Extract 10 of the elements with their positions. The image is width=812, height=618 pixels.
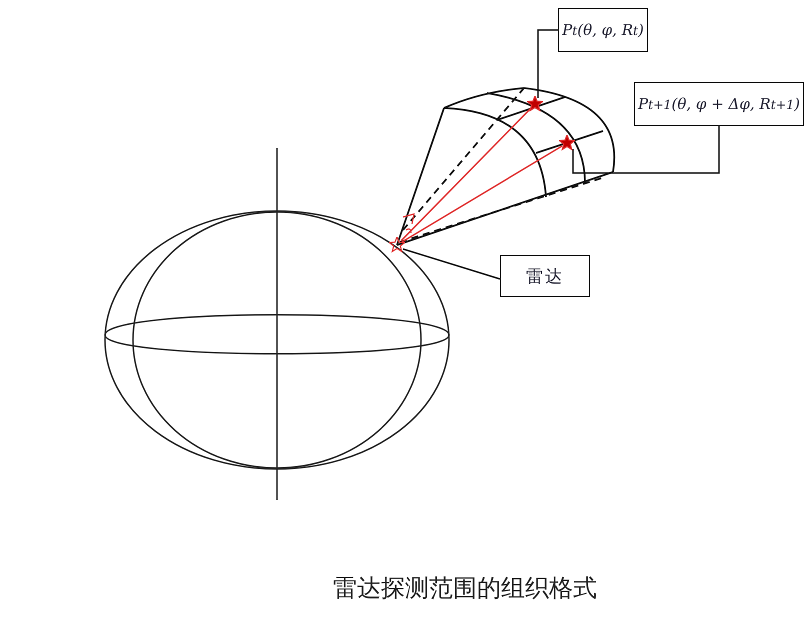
radar-marker <box>389 237 405 253</box>
leader-line <box>402 248 500 280</box>
ray-line <box>402 145 562 243</box>
label-box: 雷达 <box>500 255 590 297</box>
caption: 雷达探测范围的组织格式 <box>332 574 598 604</box>
leader-line <box>572 126 720 174</box>
leader-line <box>537 29 558 98</box>
point-marker <box>527 96 543 112</box>
ray-line <box>400 108 532 242</box>
point-marker <box>559 135 575 151</box>
